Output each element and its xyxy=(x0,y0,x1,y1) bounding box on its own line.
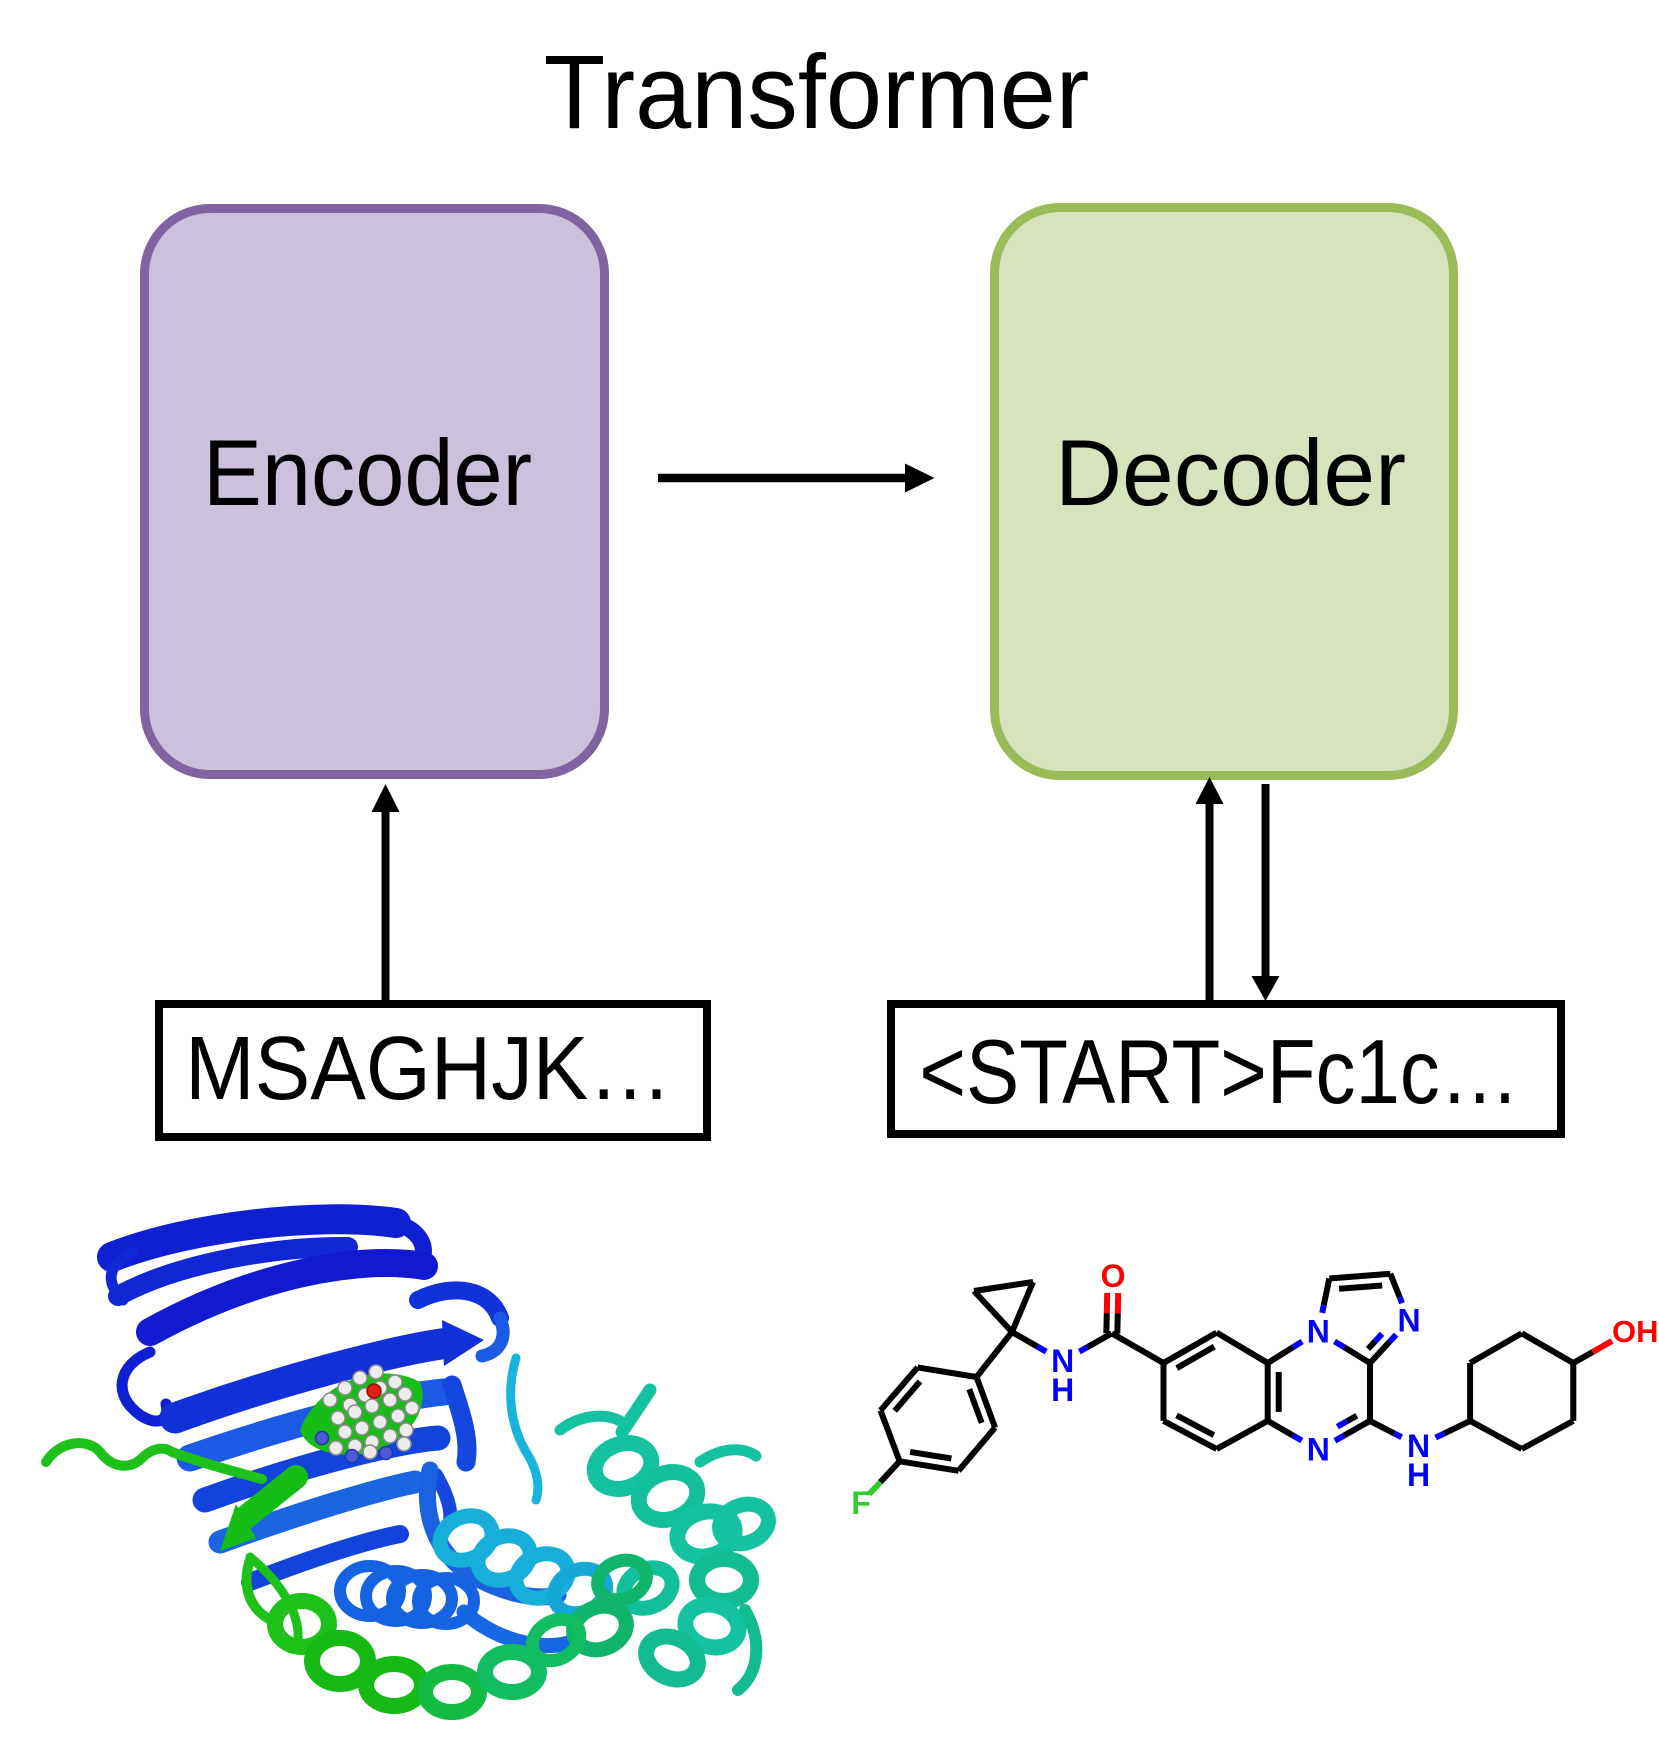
svg-text:H: H xyxy=(1407,1457,1430,1493)
svg-text:N: N xyxy=(1407,1428,1430,1464)
svg-text:N: N xyxy=(1051,1343,1074,1379)
svg-text:H: H xyxy=(1051,1372,1074,1408)
svg-text:N: N xyxy=(1307,1432,1330,1468)
svg-text:N: N xyxy=(1307,1314,1330,1350)
svg-text:N: N xyxy=(1398,1303,1421,1339)
svg-text:O: O xyxy=(1101,1258,1126,1294)
svg-text:F: F xyxy=(851,1485,871,1521)
svg-text:OH: OH xyxy=(1612,1314,1659,1349)
